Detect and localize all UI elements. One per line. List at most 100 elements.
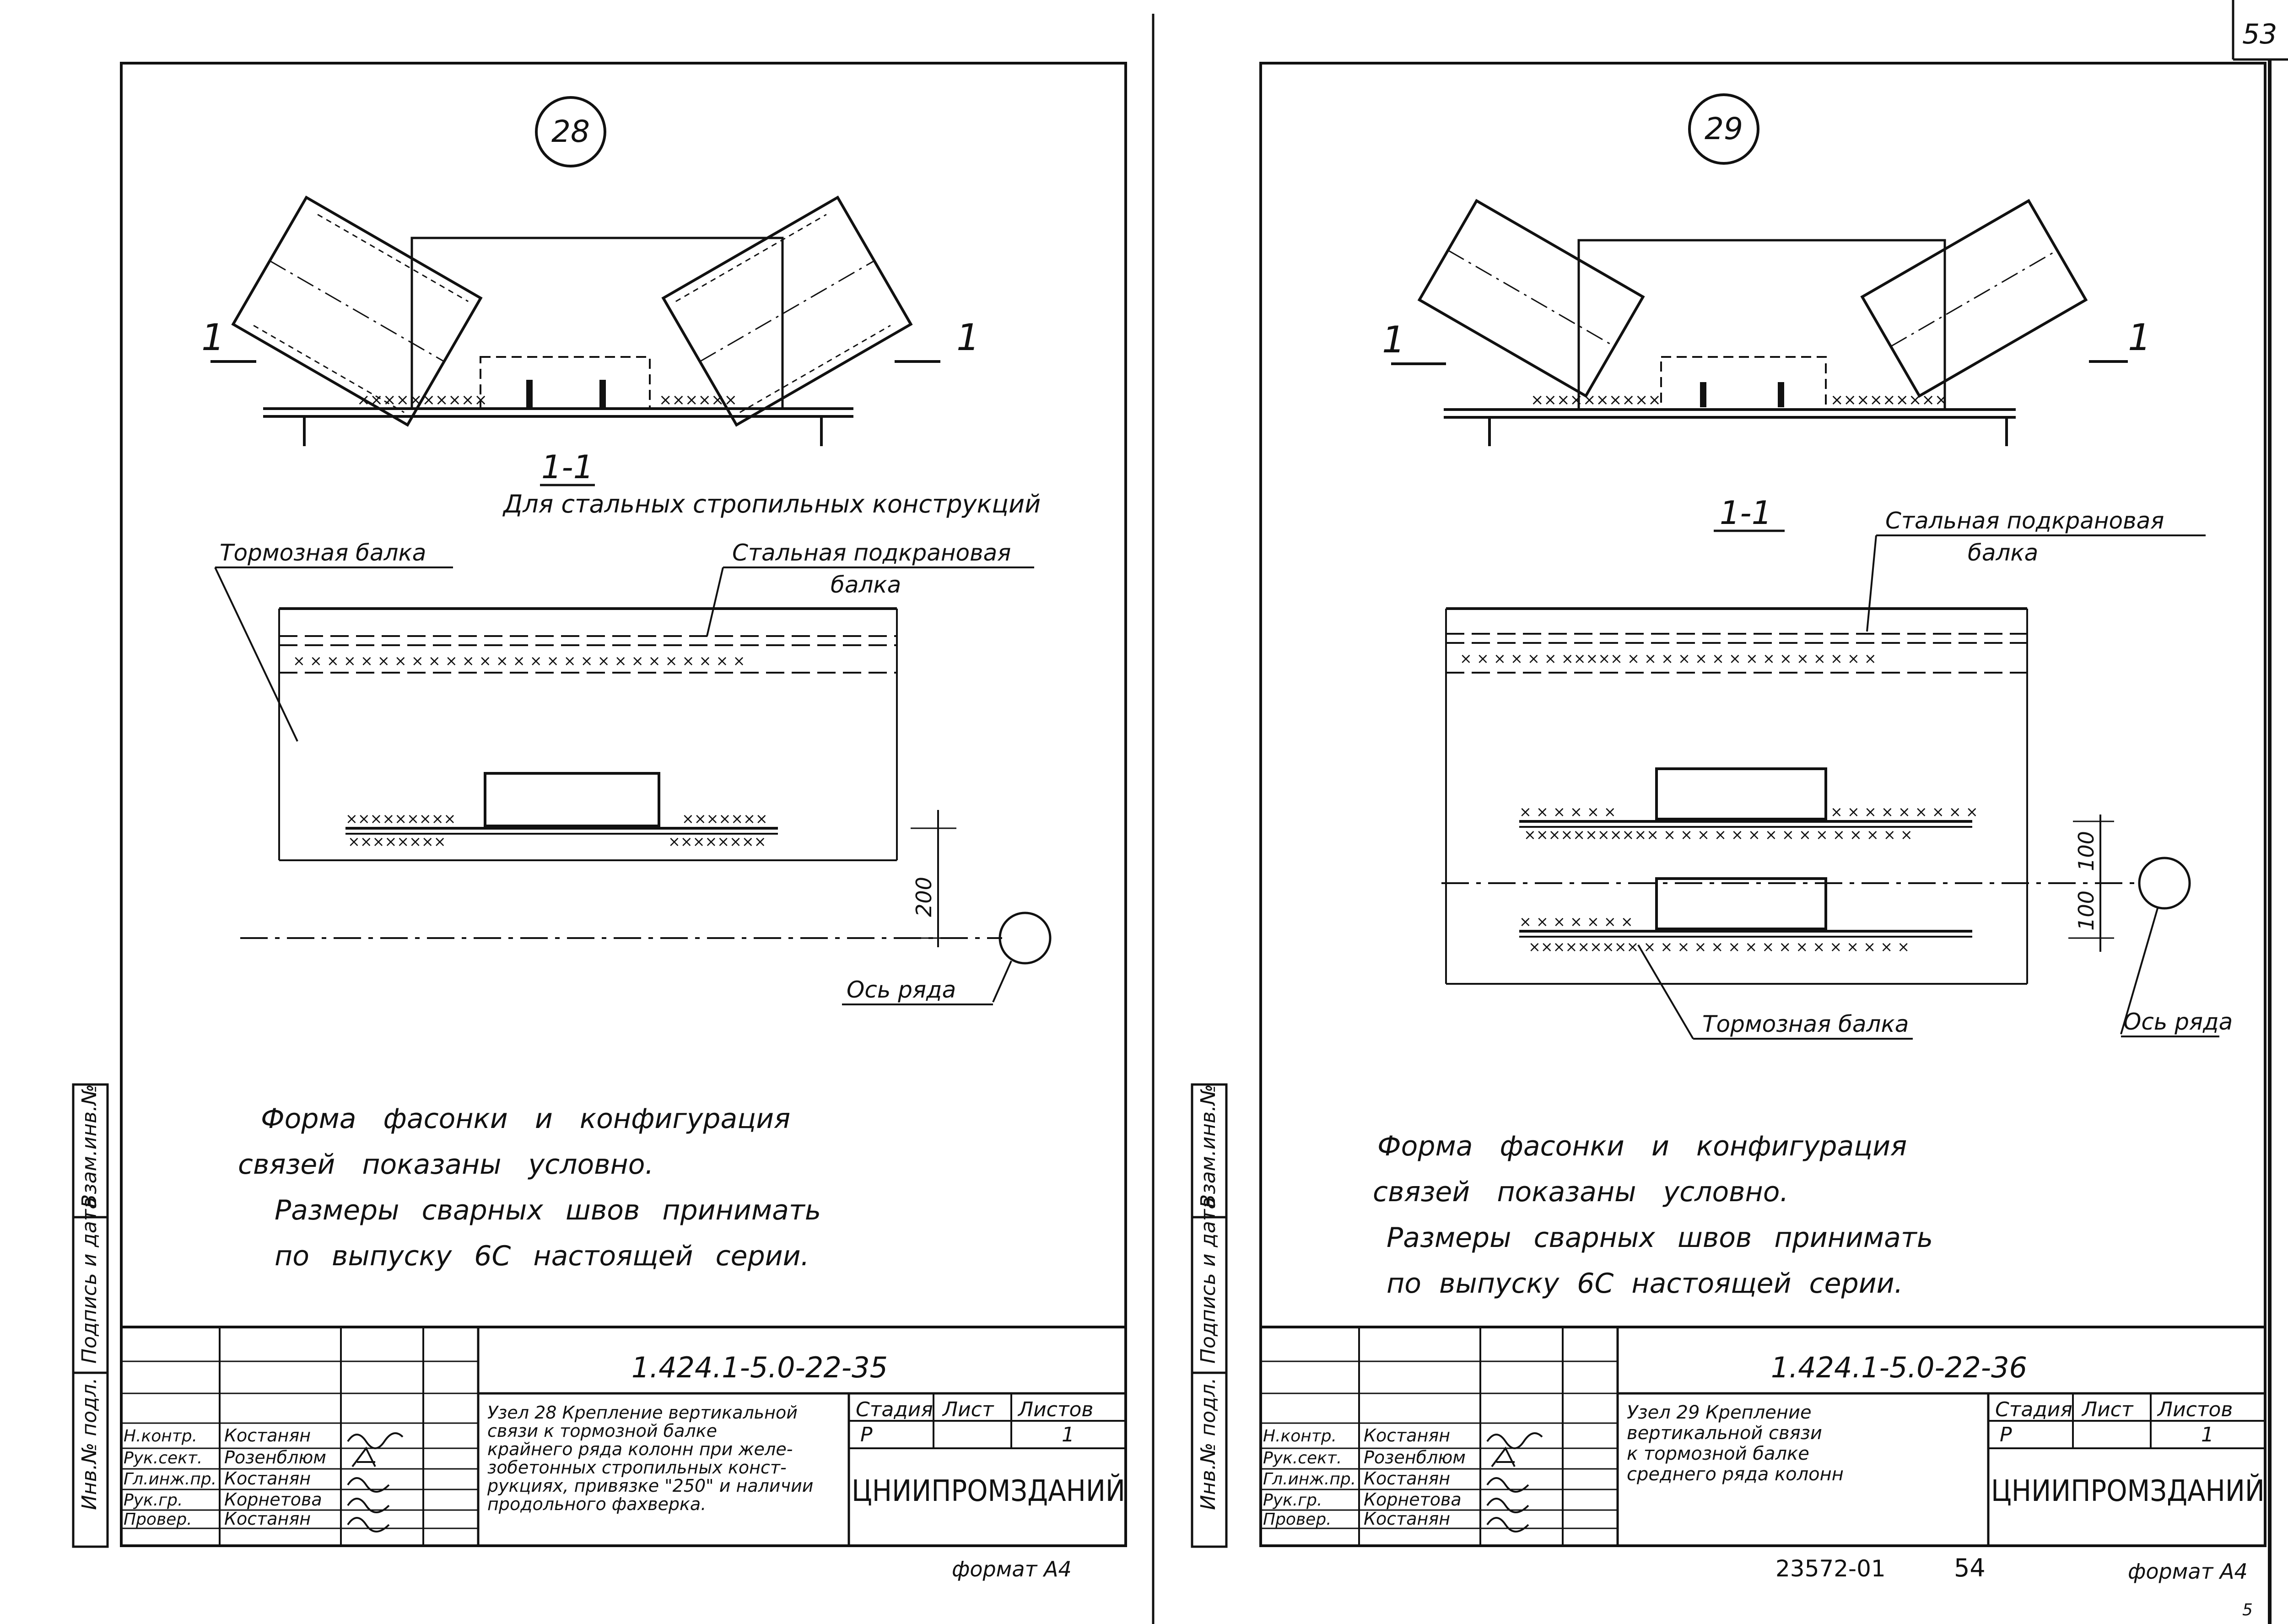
svg-text:Стадия: Стадия xyxy=(1995,1398,2072,1421)
signature-1 xyxy=(347,1432,404,1449)
svg-text:× × × × × × ×: × × × × × × × xyxy=(1519,913,1633,930)
dim-200: 200 xyxy=(912,877,936,917)
left-sheet: 28 ×××××××××× ×××××× xyxy=(72,62,1127,1581)
note-line-4: по выпуску 6С настоящей серии. xyxy=(275,1240,809,1272)
designation: 1.424.1-5.0-22-35 xyxy=(631,1351,888,1384)
joint-elevation-drawing: ×××××××××× ××××××××× xyxy=(1417,199,2088,446)
svg-text:Инв.№ подл.: Инв.№ подл. xyxy=(1197,1377,1220,1510)
svg-text:Подпись и дата: Подпись и дата xyxy=(1197,1197,1220,1364)
organization: ЦНИИПРОМЗДАНИЙ xyxy=(852,1473,1125,1508)
svg-text:Рук.гр.: Рук.гр. xyxy=(124,1491,183,1510)
node-circle xyxy=(1688,93,1759,165)
svg-text:Подпись и дата: Подпись и дата xyxy=(78,1197,101,1364)
label-crane-beam-1: Стальная подкрановая xyxy=(1885,507,2164,534)
format-label: формат А4 xyxy=(952,1557,1072,1581)
svg-text:Костанян: Костанян xyxy=(1364,1509,1450,1529)
svg-text:продольного фахверка.: продольного фахверка. xyxy=(487,1494,706,1514)
label-brake-beam: Тормозная балка xyxy=(1702,1011,1909,1037)
notes: Форма фасонки и конфигурация связей пока… xyxy=(238,1103,821,1272)
section-mark-left: 1 xyxy=(201,316,225,359)
svg-text:Узел 29 Крепление: Узел 29 Крепление xyxy=(1627,1402,1812,1423)
signature-4 xyxy=(347,1498,390,1513)
label-brake-beam: Тормозная балка xyxy=(220,540,426,566)
svg-text:1: 1 xyxy=(1062,1423,1074,1446)
node-number: 29 xyxy=(1705,111,1743,146)
section-mark-left: 1 xyxy=(1382,318,1405,361)
note-line-3: Размеры сварных швов принимать xyxy=(1387,1222,1933,1254)
svg-text:Провер.: Провер. xyxy=(1263,1510,1332,1529)
svg-text:Корнетова: Корнетова xyxy=(224,1489,322,1510)
svg-text:××××××××××: ×××××××××× xyxy=(1531,391,1661,409)
svg-text:Костанян: Костанян xyxy=(224,1509,311,1529)
svg-text:×××××××××: ××××××××× xyxy=(1830,391,1948,409)
svg-text:среднего ряда колонн: среднего ряда колонн xyxy=(1627,1464,1844,1485)
right-sheet: 29 ×××××××××× ××××××××× 1 1 1-1 xyxy=(1191,62,2266,1619)
svg-text:Гл.инж.пр.: Гл.инж.пр. xyxy=(1263,1470,1356,1489)
axis-circle xyxy=(998,912,1052,965)
svg-text:Костанян: Костанян xyxy=(1364,1425,1450,1446)
svg-text:Р: Р xyxy=(2000,1423,2012,1446)
svg-text:крайнего ряда колонн при желе-: крайнего ряда колонн при желе- xyxy=(487,1439,793,1459)
format-label: формат А4 xyxy=(2128,1559,2248,1584)
section-label: 1-1 xyxy=(1720,494,1772,532)
svg-text:Узел 28 Крепление вертикальной: Узел 28 Крепление вертикальной xyxy=(487,1403,798,1423)
section-plan: Стальная подкрановая балка × × × × × × ×… xyxy=(1441,507,2233,1040)
note-line-4: по выпуску 6С настоящей серии. xyxy=(1387,1268,1903,1300)
axis-label: Ось ряда xyxy=(2123,1009,2233,1035)
svg-text:Лист: Лист xyxy=(2081,1398,2134,1421)
designation: 1.424.1-5.0-22-36 xyxy=(1771,1351,2027,1384)
bottom-mark: 5 xyxy=(2242,1601,2253,1619)
label-crane-beam-2: балка xyxy=(1968,540,2038,566)
svg-text:× × × × × ×: × × × × × × xyxy=(1519,803,1616,820)
svg-text:Рук.сект.: Рук.сект. xyxy=(124,1449,202,1468)
svg-text:Розенблюм: Розенблюм xyxy=(224,1447,326,1468)
svg-text:Взам.инв.№: Взам.инв.№ xyxy=(78,1084,101,1208)
svg-text:Розенблюм: Розенблюм xyxy=(1364,1447,1466,1468)
signature-1 xyxy=(1486,1432,1543,1449)
section-mark-right: 1 xyxy=(956,316,980,359)
svg-text:Костанян: Костанян xyxy=(224,1425,311,1446)
section-plan: Тормозная балка Стальная подкрановая бал… xyxy=(214,540,1052,1005)
note-line-3: Размеры сварных швов принимать xyxy=(275,1194,821,1226)
label-crane-beam-2: балка xyxy=(831,572,901,598)
signature-5 xyxy=(1486,1517,1529,1532)
svg-text:Стадия: Стадия xyxy=(856,1398,933,1421)
svg-text:Рук.гр.: Рук.гр. xyxy=(1263,1491,1322,1510)
svg-text:рукциях, привязке "250" и нали: рукциях, привязке "250" и наличии xyxy=(487,1476,813,1496)
note-line-2: связей показаны условно. xyxy=(1373,1176,1789,1208)
node-number: 28 xyxy=(551,114,590,149)
svg-text:Гл.инж.пр.: Гл.инж.пр. xyxy=(124,1470,216,1489)
svg-text:× × × × × × × × × × × × × × ×: × × × × × × × × × × × × × × × × × × × × … xyxy=(293,652,745,669)
right-frame xyxy=(1259,62,2266,1547)
svg-text:Листов: Листов xyxy=(2157,1398,2233,1421)
svg-text:××××××××××: ×××××××××× xyxy=(357,391,487,409)
signature-4 xyxy=(1486,1498,1529,1513)
subtitle: Для стальных стропильных конструкций xyxy=(502,490,1041,518)
signature-5 xyxy=(347,1517,390,1532)
signature-3 xyxy=(347,1477,390,1493)
svg-text:××××××: ×××××× xyxy=(659,391,737,409)
side-stamp: Инв.№ подл. Подпись и дата Взам.инв.№ xyxy=(1191,1083,1228,1548)
note-line-1: Форма фасонки и конфигурация xyxy=(1377,1130,1907,1162)
dim-100-bottom: 100 xyxy=(2074,890,2099,931)
signature-2 xyxy=(351,1446,376,1468)
svg-text:Лист: Лист xyxy=(942,1398,994,1421)
label-crane-beam-1: Стальная подкрановая xyxy=(732,540,1011,566)
page-number: 53 xyxy=(2242,18,2277,50)
svg-text:к тормозной балке: к тормозной балке xyxy=(1627,1443,1809,1464)
note-line-2: связей показаны условно. xyxy=(238,1149,654,1181)
svg-text:× × × × × × ××××× × × × × × ×: × × × × × × ××××× × × × × × × × × × × × … xyxy=(1460,650,1877,667)
organization: ЦНИИПРОМЗДАНИЙ xyxy=(1991,1473,2265,1508)
bottom-code: 23572-01 xyxy=(1775,1555,1886,1582)
bottom-page: 54 xyxy=(1954,1554,1986,1582)
svg-text:связи к тормозной балке: связи к тормозной балке xyxy=(487,1421,717,1441)
svg-text:××××××××××× × × × × × × × × ×: ××××××××××× × × × × × × × × × × × × × × … xyxy=(1524,826,1913,843)
svg-text:Костанян: Костанян xyxy=(1364,1468,1450,1489)
signature-2 xyxy=(1491,1446,1516,1468)
svg-text:вертикальной связи: вертикальной связи xyxy=(1627,1423,1822,1444)
svg-text:Корнетова: Корнетова xyxy=(1364,1489,1462,1510)
svg-text:××××××××× × × × × × × × × × ×: ××××××××× × × × × × × × × × × × × × × × … xyxy=(1528,938,1910,955)
svg-text:×××××××: ××××××× xyxy=(682,810,768,827)
svg-text:Листов: Листов xyxy=(1017,1398,1093,1421)
